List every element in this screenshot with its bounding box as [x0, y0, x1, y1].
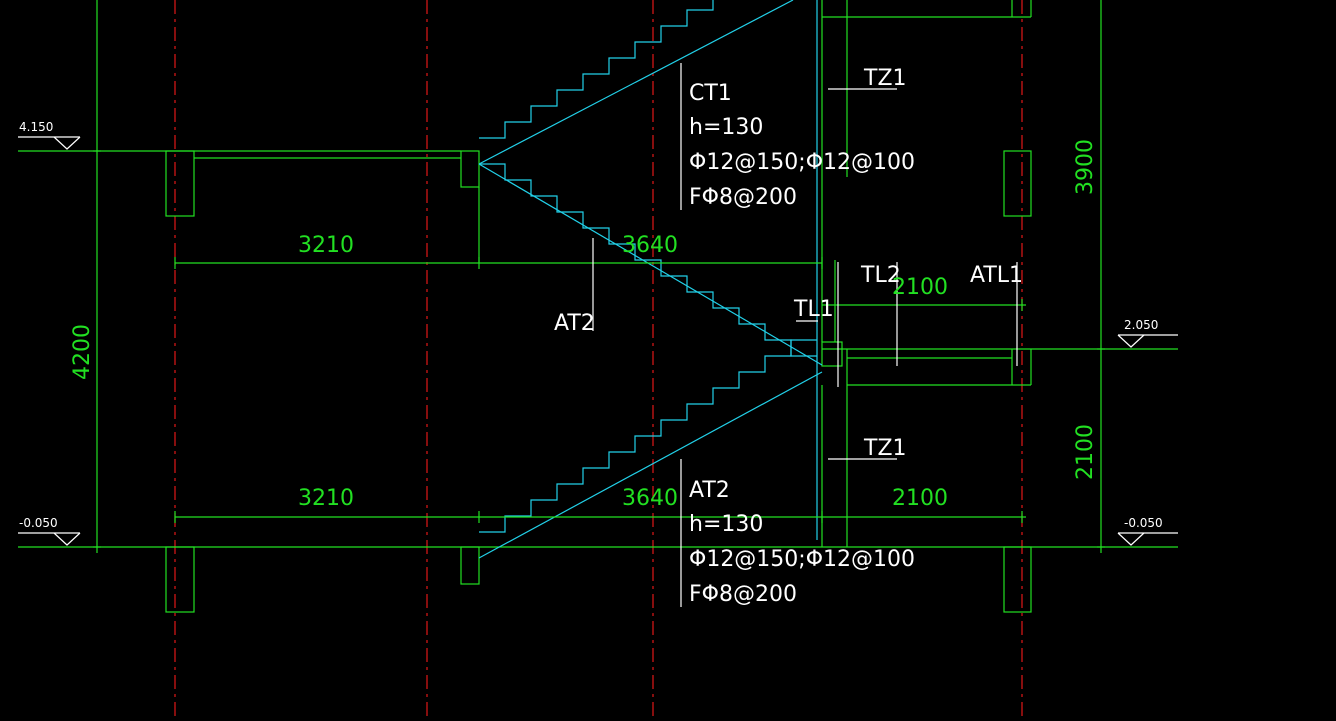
beam-section — [821, 341, 843, 367]
elevation-label-mid: 2.050 — [1124, 318, 1158, 332]
stair-slab-line — [478, 0, 794, 165]
column-section — [1003, 150, 1032, 217]
dimension-right-lower: 2100 — [1073, 424, 1098, 480]
note-line: h=130 — [689, 115, 763, 140]
label-atl1: ATL1 — [970, 263, 1023, 288]
beam-section — [165, 150, 195, 217]
structure — [18, 0, 1178, 613]
note-ct1: CT1 h=130 Φ12@150;Φ12@100 FΦ8@200 — [689, 81, 915, 210]
dimension-right-upper: 3900 — [1073, 139, 1098, 195]
beam-section — [460, 546, 480, 585]
note-line: Φ12@150;Φ12@100 — [689, 150, 915, 175]
stair-steps — [479, 163, 817, 357]
dimension-row1-mid: 3640 — [622, 233, 678, 258]
stair-flights — [478, 0, 823, 559]
label-at2-mid: AT2 — [554, 311, 595, 336]
extension-lines — [93, 0, 1105, 553]
note-at2: AT2 h=130 Φ12@150;Φ12@100 FΦ8@200 — [689, 478, 915, 607]
elevation-label-bottom-right: -0.050 — [1124, 516, 1163, 530]
dimension-row2-left: 3210 — [298, 486, 354, 511]
note-line: Φ12@150;Φ12@100 — [689, 547, 915, 572]
note-line: CT1 — [689, 81, 732, 106]
dimension-row2-mid: 3640 — [622, 486, 678, 511]
label-tl2: TL2 — [860, 263, 901, 288]
grid-axes — [174, 0, 1023, 721]
dimension-row1-left: 3210 — [298, 233, 354, 258]
note-line: FΦ8@200 — [689, 185, 797, 210]
dimension-lines — [174, 187, 1026, 523]
stair-steps — [479, 0, 714, 139]
label-tz1-bottom: TZ1 — [863, 436, 907, 461]
label-tz1-top: TZ1 — [863, 66, 907, 91]
elevation-label-top: 4.150 — [19, 120, 53, 134]
beam-section — [165, 546, 195, 613]
label-tl1: TL1 — [793, 297, 834, 322]
leader-lines — [592, 63, 1018, 607]
beam-section — [1003, 546, 1032, 613]
beam-section — [460, 150, 480, 188]
stair-steps — [479, 339, 817, 533]
dimension-row2-right: 2100 — [892, 486, 948, 511]
note-line: AT2 — [689, 478, 730, 503]
dimension-left-height: 4200 — [70, 324, 95, 380]
dimension-row1-right: 2100 — [892, 275, 948, 300]
elevation-markers — [18, 136, 1178, 546]
stair-slab-line — [478, 371, 823, 559]
elevation-label-bottom-left: -0.050 — [19, 516, 58, 530]
note-line: FΦ8@200 — [689, 582, 797, 607]
note-line: h=130 — [689, 512, 763, 537]
